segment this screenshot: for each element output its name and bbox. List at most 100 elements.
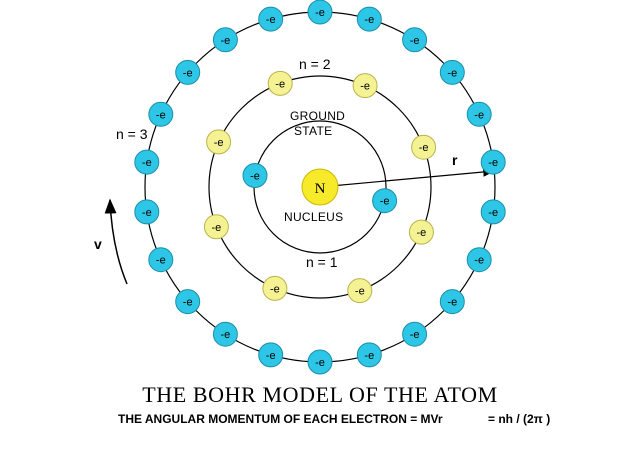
electron-n2-5: -e [347, 278, 373, 304]
electron-n3-22: -e [258, 6, 284, 32]
electron-n3-16: -e [148, 247, 174, 273]
electron-label: -e [156, 109, 166, 121]
electron-n3-6: -e [480, 149, 506, 175]
electron-n2-4: -e [408, 219, 434, 245]
electron-n3-2: -e [356, 6, 382, 32]
electron-label: -e [212, 222, 222, 234]
electron-label: -e [183, 297, 193, 309]
electron-label: -e [447, 297, 457, 309]
electron-circle [466, 101, 492, 127]
electron-circle [411, 134, 437, 160]
electron-label: -e [221, 329, 231, 341]
electron-circle [258, 342, 284, 368]
velocity-label: v [94, 236, 102, 252]
radius-arrow [319, 167, 496, 188]
electron-circle [203, 214, 229, 240]
electron-n2-7: -e [203, 214, 229, 240]
electron-label: -e [315, 7, 325, 19]
electron-label: -e [474, 109, 484, 121]
electron-circle [175, 289, 201, 315]
electron-n3-10: -e [402, 321, 428, 347]
electron-circle [408, 219, 434, 245]
electron-label: -e [142, 157, 152, 169]
electron-n3-20: -e [175, 59, 201, 85]
electron-n1-2: -e [372, 188, 398, 214]
electron-label: -e [221, 35, 231, 47]
electron-label: -e [156, 255, 166, 267]
electron-n2-8: -e [206, 129, 232, 155]
electron-n3-8: -e [466, 247, 492, 273]
electron-circle [148, 247, 174, 273]
electron-label: -e [315, 357, 325, 369]
electron-n3-21: -e [212, 27, 238, 53]
electron-label: -e [410, 35, 420, 47]
angular-momentum-formula: = nh / (2π ) [488, 412, 551, 426]
electron-n3-19: -e [148, 101, 174, 127]
electron-circle [402, 27, 428, 53]
electron-circle [356, 342, 382, 368]
electron-circle [258, 6, 284, 32]
electron-label: -e [360, 81, 370, 93]
electron-label: -e [364, 14, 374, 26]
electron-label: -e [250, 171, 260, 183]
electron-circle [212, 27, 238, 53]
ground-state-label-1: GROUND [290, 109, 346, 123]
electron-n3-3: -e [402, 27, 428, 53]
electron-label: -e [474, 255, 484, 267]
electron-circle [480, 199, 506, 225]
electron-circle [466, 247, 492, 273]
electron-circle [212, 321, 238, 347]
electron-label: -e [275, 78, 285, 90]
electron-n3-13: -e [258, 342, 284, 368]
electron-circle [267, 70, 293, 96]
electron-circle [347, 278, 373, 304]
electron-circle [175, 59, 201, 85]
electron-n2-6: -e [262, 275, 288, 301]
electron-circle [148, 101, 174, 127]
electron-circle [206, 129, 232, 155]
electron-circle [402, 321, 428, 347]
electron-circle [372, 188, 398, 214]
electron-n3-18: -e [134, 149, 160, 175]
electron-label: -e [142, 207, 152, 219]
nucleus-circle [301, 168, 339, 206]
electron-label: -e [488, 157, 498, 169]
electron-label: -e [447, 67, 457, 79]
electron-label: -e [266, 350, 276, 362]
electron-n2-1: -e [267, 70, 293, 96]
electron-label: -e [380, 196, 390, 208]
electron-label: -e [488, 207, 498, 219]
orbit-label-n3: n = 3 [116, 126, 148, 142]
electron-n2-3: -e [411, 134, 437, 160]
electron-n3-7: -e [480, 199, 506, 225]
electron-circle [242, 163, 268, 188]
velocity-arrow [104, 198, 128, 285]
electron-circle [356, 6, 382, 32]
electron-n1-1: -e [242, 163, 268, 188]
electron-label: -e [355, 286, 365, 298]
nucleus-label: NUCLEUS [284, 210, 344, 224]
radius-label: r [452, 152, 458, 168]
electron-label: -e [364, 350, 374, 362]
electron-label: -e [417, 227, 427, 239]
electron-circle [480, 149, 506, 175]
orbit-label-n2: n = 2 [299, 56, 331, 72]
electron-n3-5: -e [466, 101, 492, 127]
orbit-ring-n2 [208, 75, 432, 299]
electron-circle [307, 0, 333, 25]
electron-n3-14: -e [212, 321, 238, 347]
electron-n3-11: -e [356, 342, 382, 368]
angular-momentum-text: THE ANGULAR MOMENTUM OF EACH ELECTRON = … [118, 412, 443, 426]
electron-n3-12: -e [307, 349, 333, 375]
electron-label: -e [270, 283, 280, 295]
electron-n3-17: -e [134, 199, 160, 225]
electron-circle [262, 275, 288, 301]
electron-circle [134, 149, 160, 175]
orbit-label-n1: n = 1 [306, 254, 338, 270]
electron-label: -e [183, 67, 193, 79]
page-title: THE BOHR MODEL OF THE ATOM [142, 382, 498, 407]
electron-n3-15: -e [175, 289, 201, 315]
electron-n3-4: -e [439, 59, 465, 85]
electron-label: -e [266, 14, 276, 26]
